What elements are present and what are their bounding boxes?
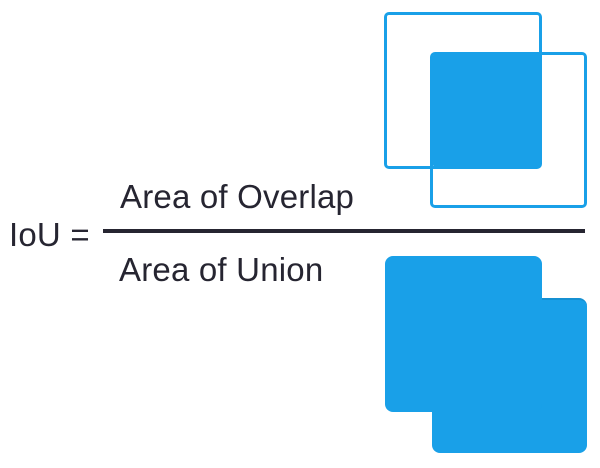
fraction-rule xyxy=(103,229,585,233)
formula-denominator: Area of Union xyxy=(119,251,324,288)
formula-lhs: IoU = xyxy=(9,216,90,253)
formula-numerator: Area of Overlap xyxy=(120,178,355,215)
intersection-fill xyxy=(431,53,542,168)
union-box-a xyxy=(385,256,542,412)
